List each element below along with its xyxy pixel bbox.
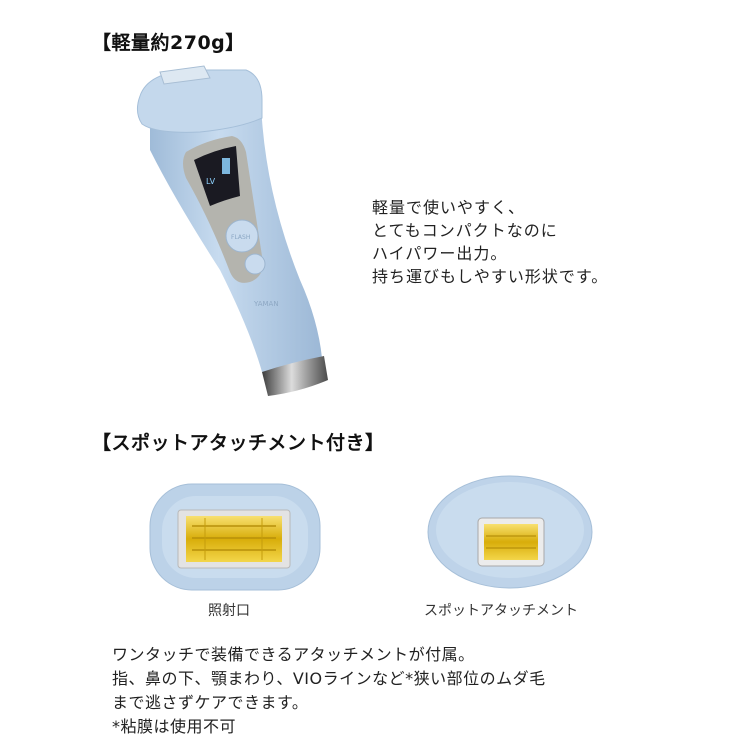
desc2-line: まで逃さずケアできます。 xyxy=(112,693,309,712)
screen-level-text: LV xyxy=(206,177,216,186)
attachment-description: ワンタッチで装備できるアタッチメントが付属。 指、鼻の下、顎まわり、VIOライン… xyxy=(112,643,546,739)
caption-irradiation-port: 照射口 xyxy=(208,603,250,619)
desc1-line: 持ち運びもしやすい形状です。 xyxy=(372,267,609,286)
heading-spot-attachment: 【スポットアタッチメント付き】 xyxy=(92,432,385,454)
desc2-line: 指、鼻の下、顎まわり、VIOラインなど*狭い部位のムダ毛 xyxy=(112,669,546,688)
desc2-line: ワンタッチで装備できるアタッチメントが付属。 xyxy=(112,645,475,664)
desc1-line: とてもコンパクトなのに xyxy=(372,221,558,240)
flash-button[interactable] xyxy=(225,219,259,253)
lamp-small xyxy=(484,524,538,560)
desc1-line: 軽量で使いやすく、 xyxy=(372,198,526,217)
desc2-line: *粘膜は使用不可 xyxy=(112,717,237,736)
level-button[interactable] xyxy=(244,253,266,275)
chrome-ring xyxy=(262,356,328,396)
flash-window xyxy=(159,65,211,85)
desc1-line: ハイパワー出力。 xyxy=(372,244,508,263)
heading-weight: 【軽量約270g】 xyxy=(92,32,245,54)
brand-logo: YAMAN xyxy=(253,300,279,308)
caption-spot-attachment: スポットアタッチメント xyxy=(424,603,578,619)
flash-button-label: FLASH xyxy=(231,234,250,241)
lamp-large xyxy=(186,516,282,562)
weight-description: 軽量で使いやすく、 とてもコンパクトなのに ハイパワー出力。 持ち運びもしやすい… xyxy=(372,196,608,288)
